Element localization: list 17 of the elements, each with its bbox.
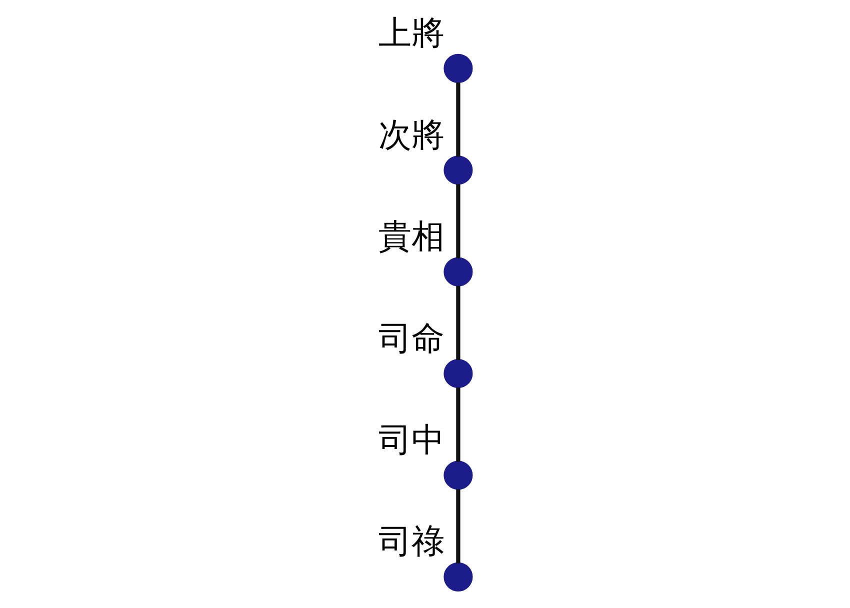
node-circle	[444, 460, 473, 490]
node-label: 司祿	[378, 522, 445, 561]
node-circle	[444, 156, 473, 185]
connector	[456, 286, 460, 360]
connector	[456, 184, 460, 258]
connector	[456, 489, 460, 564]
node-label: 次將	[378, 114, 445, 154]
node-label: 司中	[378, 420, 445, 459]
node-label: 上將	[378, 13, 445, 52]
node-circle	[444, 359, 473, 388]
node-circle	[444, 562, 473, 592]
node-label: 司命	[378, 318, 445, 358]
connector	[456, 82, 460, 157]
node-circle	[444, 257, 473, 286]
connector	[456, 388, 460, 462]
node-label: 貴相	[378, 216, 445, 256]
node-circle	[444, 54, 473, 83]
